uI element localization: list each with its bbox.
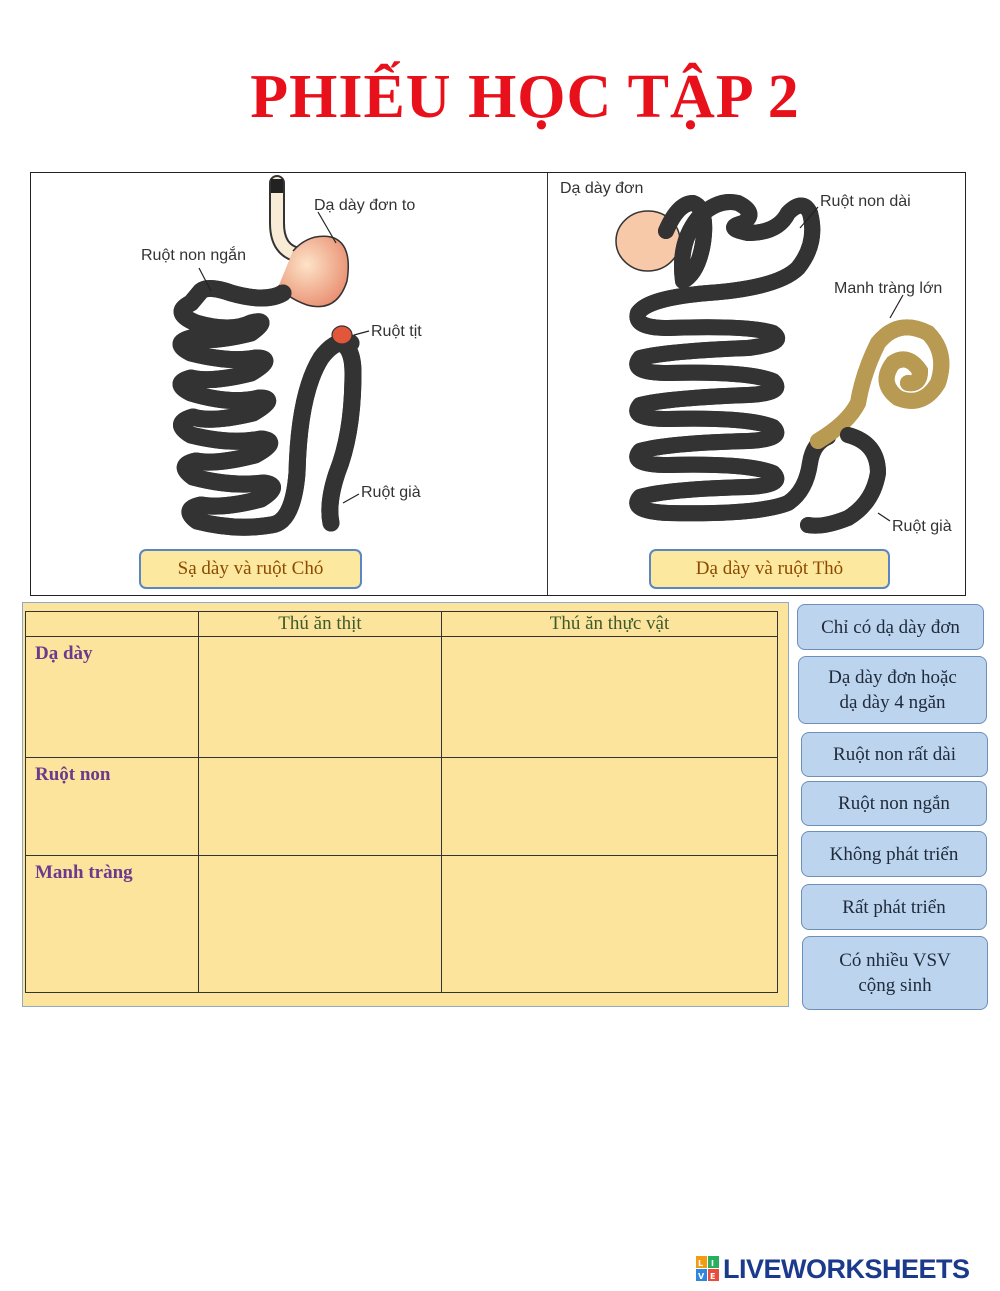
- svg-text:L: L: [698, 1259, 703, 1268]
- drop-cell-small-intestine-carnivore[interactable]: [198, 757, 442, 856]
- option-only-simple-stomach[interactable]: Chỉ có dạ dày đơn: [797, 604, 984, 650]
- rabbit-digestive-illustration: Dạ dày đơn Ruột non dài Manh tràng lớn R…: [560, 180, 952, 535]
- option-simple-or-four-chamber[interactable]: Dạ dày đơn hoặc dạ dày 4 ngăn: [798, 656, 987, 724]
- option-label: Dạ dày đơn hoặc dạ dày 4 ngăn: [828, 665, 957, 715]
- dog-label-small-intestine: Ruột non ngắn: [141, 245, 246, 264]
- option-label: Ruột non ngắn: [838, 793, 950, 814]
- dog-label-large-intestine: Ruột già: [361, 484, 421, 501]
- svg-text:I: I: [711, 1259, 714, 1268]
- table-row: Dạ dày: [25, 636, 778, 758]
- page-title: PHIẾU HỌC TẬP 2: [250, 63, 800, 131]
- row-label-small-intestine: Ruột non: [25, 757, 199, 856]
- rabbit-large-intestine: [800, 427, 887, 526]
- svg-text:E: E: [710, 1272, 715, 1281]
- option-very-long-small-intestine[interactable]: Ruột non rất dài: [801, 732, 988, 777]
- dog-cecum-shape: [331, 325, 353, 345]
- figure-panel: Dạ dày đơn to Ruột non ngắn Ruột tịt Ruộ…: [30, 172, 966, 596]
- rabbit-label-large-intestine: Ruột già: [892, 518, 952, 535]
- rabbit-label-small-intestine: Ruột non dài: [820, 193, 911, 210]
- option-label: Không phát triển: [829, 843, 959, 865]
- caption-rabbit: Dạ dày và ruột Thỏ: [649, 549, 890, 589]
- rabbit-small-intestine-coils: [637, 202, 836, 513]
- figure-divider: [547, 173, 548, 595]
- drop-cell-stomach-carnivore[interactable]: [198, 636, 442, 758]
- drop-cell-stomach-herbivore[interactable]: [441, 636, 778, 758]
- option-label: Ruột non rất dài: [833, 744, 956, 765]
- logo-text: LIVEWORKSHEETS: [723, 1253, 970, 1284]
- liveworksheets-logo: L I V E LIVEWORKSHEETS: [696, 1251, 970, 1287]
- drop-cell-cecum-herbivore[interactable]: [441, 855, 778, 993]
- drop-cell-cecum-carnivore[interactable]: [198, 855, 442, 993]
- liveworksheets-badge-icon: L I V E: [696, 1256, 719, 1281]
- dog-stomach-shape: [278, 235, 349, 308]
- table-header-row: Thú ăn thịt Thú ăn thực vật: [25, 611, 778, 637]
- dog-digestive-illustration: Dạ dày đơn to Ruột non ngắn Ruột tịt Ruộ…: [141, 175, 422, 597]
- option-well-developed[interactable]: Rất phát triển: [801, 884, 987, 930]
- header-empty: [25, 611, 199, 637]
- row-label-cecum: Manh tràng: [25, 855, 199, 993]
- rabbit-label-stomach: Dạ dày đơn: [560, 180, 643, 197]
- header-herbivore: Thú ăn thực vật: [441, 611, 778, 637]
- option-many-symbiotic-microbes[interactable]: Có nhiều VSV cộng sinh: [802, 936, 988, 1010]
- header-carnivore: Thú ăn thịt: [198, 611, 442, 637]
- dog-label-stomach: Dạ dày đơn to: [314, 197, 415, 214]
- option-label-line-1: Dạ dày đơn hoặc: [828, 667, 957, 688]
- option-label: Chỉ có dạ dày đơn: [821, 616, 960, 638]
- dog-small-intestine-coils: [172, 288, 360, 527]
- option-short-small-intestine[interactable]: Ruột non ngắn: [801, 781, 987, 826]
- dog-label-cecum: Ruột tịt: [371, 323, 422, 340]
- row-label-stomach: Dạ dày: [25, 636, 199, 758]
- option-label-line-2: cộng sinh: [858, 975, 932, 996]
- table-row: Manh tràng: [25, 855, 778, 993]
- svg-text:V: V: [698, 1272, 705, 1281]
- option-label: Rất phát triển: [842, 896, 946, 918]
- table-row: Ruột non: [25, 757, 778, 856]
- option-undeveloped[interactable]: Không phát triển: [801, 831, 987, 877]
- drop-cell-small-intestine-herbivore[interactable]: [441, 757, 778, 856]
- caption-dog: Sạ dày và ruột Chó: [139, 549, 362, 589]
- comparison-table: Thú ăn thịt Thú ăn thực vật Dạ dày Ruột …: [22, 602, 789, 1007]
- option-label-line-1: Có nhiều VSV: [839, 950, 951, 971]
- dog-large-intestine: [330, 334, 362, 532]
- option-label: Có nhiều VSV cộng sinh: [839, 948, 951, 998]
- rabbit-label-cecum: Manh tràng lớn: [834, 280, 942, 297]
- option-label-line-2: dạ dày 4 ngăn: [839, 692, 946, 713]
- rabbit-cecum-spiral: [810, 327, 941, 449]
